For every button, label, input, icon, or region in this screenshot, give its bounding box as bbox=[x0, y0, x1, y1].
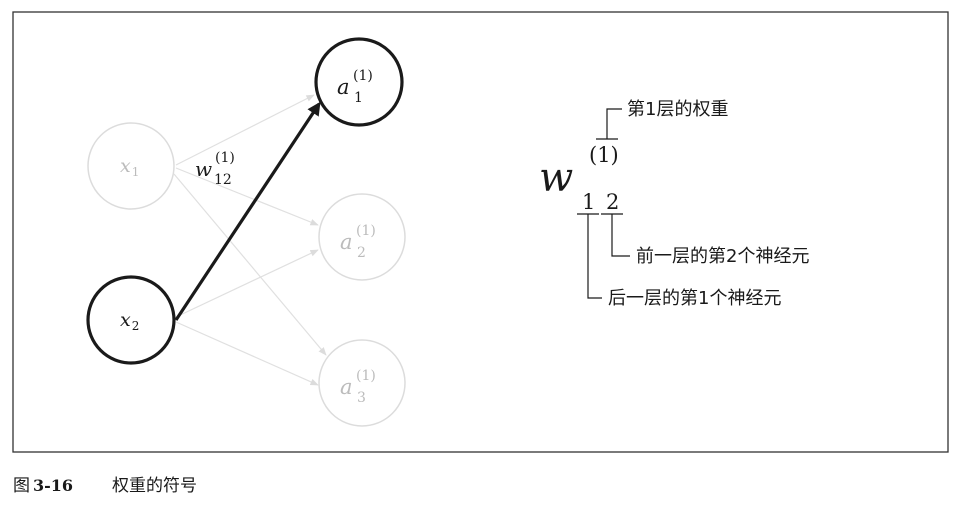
node-a3-circle bbox=[318, 339, 406, 427]
node-a1-circle bbox=[314, 37, 404, 127]
label-next-neuron: 后一层的第1个神经元 bbox=[608, 288, 781, 309]
node-x2-sub: 2 bbox=[132, 319, 140, 333]
node-a3: a (1) 3 bbox=[318, 339, 406, 427]
notation-sub-second: 2 bbox=[606, 190, 619, 214]
node-a1: a (1) 1 bbox=[314, 37, 404, 127]
edge-x2-a1-highlight bbox=[174, 101, 321, 321]
leader-next-neuron bbox=[577, 213, 602, 299]
caption-label: 图 bbox=[13, 476, 30, 496]
edge-x2-a2 bbox=[175, 249, 319, 318]
node-a2: a (1) 2 bbox=[318, 193, 406, 281]
node-a2-base: a bbox=[340, 230, 353, 254]
node-a2-sub: 2 bbox=[357, 245, 366, 261]
node-x1-base: x bbox=[120, 155, 131, 177]
edge-weight-sub: 12 bbox=[214, 172, 232, 188]
node-x2-base: x bbox=[120, 309, 131, 331]
caption-number: 3-16 bbox=[33, 476, 73, 495]
edge-x2-a3 bbox=[175, 321, 319, 386]
node-a1-sup: (1) bbox=[353, 68, 373, 84]
node-a3-base: a bbox=[340, 375, 353, 399]
edge-x1-a1 bbox=[175, 94, 315, 166]
node-x2: x2 bbox=[86, 275, 176, 365]
leader-prev-neuron bbox=[601, 213, 630, 257]
edge-weight-label: w (1) 12 bbox=[195, 150, 235, 188]
edge-weight-sup: (1) bbox=[215, 150, 235, 166]
weight-notation: w (1) 1 2 第1层的权重 前一层的第2个神经元 后一层的第1个神经元 bbox=[539, 99, 809, 309]
node-a3-sub: 3 bbox=[357, 390, 366, 406]
notation-sup: (1) bbox=[589, 143, 619, 167]
notation-base: w bbox=[539, 155, 573, 201]
network-edges-faded bbox=[173, 94, 327, 386]
caption-text: 权重的符号 bbox=[112, 476, 197, 496]
figure-frame bbox=[12, 11, 949, 453]
label-prev-neuron: 前一层的第2个神经元 bbox=[636, 246, 809, 267]
node-a1-sub: 1 bbox=[354, 90, 363, 106]
node-x1-sub: 1 bbox=[132, 165, 140, 179]
label-layer-weight: 第1层的权重 bbox=[627, 99, 728, 120]
node-x2-label: x2 bbox=[120, 309, 139, 333]
node-a2-sup: (1) bbox=[356, 223, 376, 239]
edge-weight-base: w bbox=[195, 157, 212, 181]
node-x1-label: x1 bbox=[120, 155, 139, 179]
node-a3-sup: (1) bbox=[356, 368, 376, 384]
figure-caption: 图 3-16 权重的符号 bbox=[13, 476, 197, 496]
leader-layer bbox=[596, 108, 622, 140]
notation-sub-first: 1 bbox=[582, 190, 595, 214]
node-x1: x1 bbox=[87, 122, 175, 210]
node-x1-circle bbox=[87, 122, 175, 210]
node-a2-circle bbox=[318, 193, 406, 281]
node-a1-base: a bbox=[337, 75, 350, 99]
edge-x1-a3 bbox=[173, 173, 327, 356]
node-x2-circle bbox=[86, 275, 176, 365]
edge-x1-a2 bbox=[175, 167, 319, 226]
